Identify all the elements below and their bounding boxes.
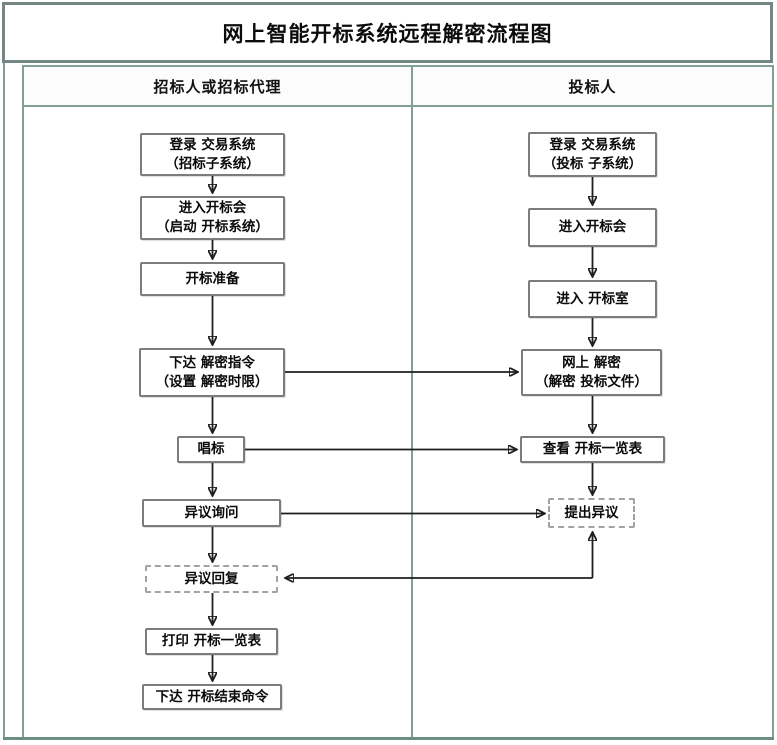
lane-header-tenderer-label: 招标人或招标代理 <box>153 77 282 96</box>
node-issue-decryption-order: 下达 解密指令 （设置 解密时限） <box>139 348 285 397</box>
node-enter-bid-opening-meeting: 进入开标会 <box>528 208 657 247</box>
node-view-bid-opening-list: 查看 开标一览表 <box>520 436 665 463</box>
node-bid-opening-preparation: 开标准备 <box>140 262 285 296</box>
node-objection-reply: 异议回复 <box>145 565 278 593</box>
lane-header-tenderer: 招标人或招标代理 <box>24 67 411 105</box>
node-enter-bid-opening-room: 进入 开标室 <box>528 280 657 318</box>
node-print-bid-opening-list: 打印 开标一览表 <box>145 628 278 655</box>
node-enter-bid-opening-meeting-start-system: 进入开标会 （启动 开标系统） <box>140 196 285 240</box>
node-login-trading-system-tender: 登录 交易系统 （招标子系统） <box>140 133 285 176</box>
node-raise-objection: 提出异议 <box>548 498 635 528</box>
node-login-trading-system-bid: 登录 交易系统 （投标 子系统） <box>528 132 657 177</box>
page-title: 网上智能开标系统远程解密流程图 <box>222 21 553 46</box>
grid-line-outer-right <box>772 65 774 739</box>
lane-header-bidder-label: 投标人 <box>568 77 617 96</box>
grid-line-left-strip <box>22 65 24 739</box>
grid-line-header-bottom <box>22 105 774 107</box>
node-objection-inquiry: 异议询问 <box>142 499 281 527</box>
grid-line-bottom <box>3 737 774 740</box>
diagram-title-bar: 网上智能开标系统远程解密流程图 <box>2 2 773 63</box>
node-online-decryption: 网上 解密 （解密 投标文件） <box>521 349 662 396</box>
grid-line-outer-left <box>3 63 5 739</box>
node-bid-announcement: 唱标 <box>177 436 245 463</box>
grid-line-top <box>22 65 774 67</box>
grid-line-lane-divider <box>411 65 413 739</box>
lane-header-bidder: 投标人 <box>413 67 772 105</box>
node-issue-bid-opening-end-command: 下达 开标结束命令 <box>142 684 282 710</box>
